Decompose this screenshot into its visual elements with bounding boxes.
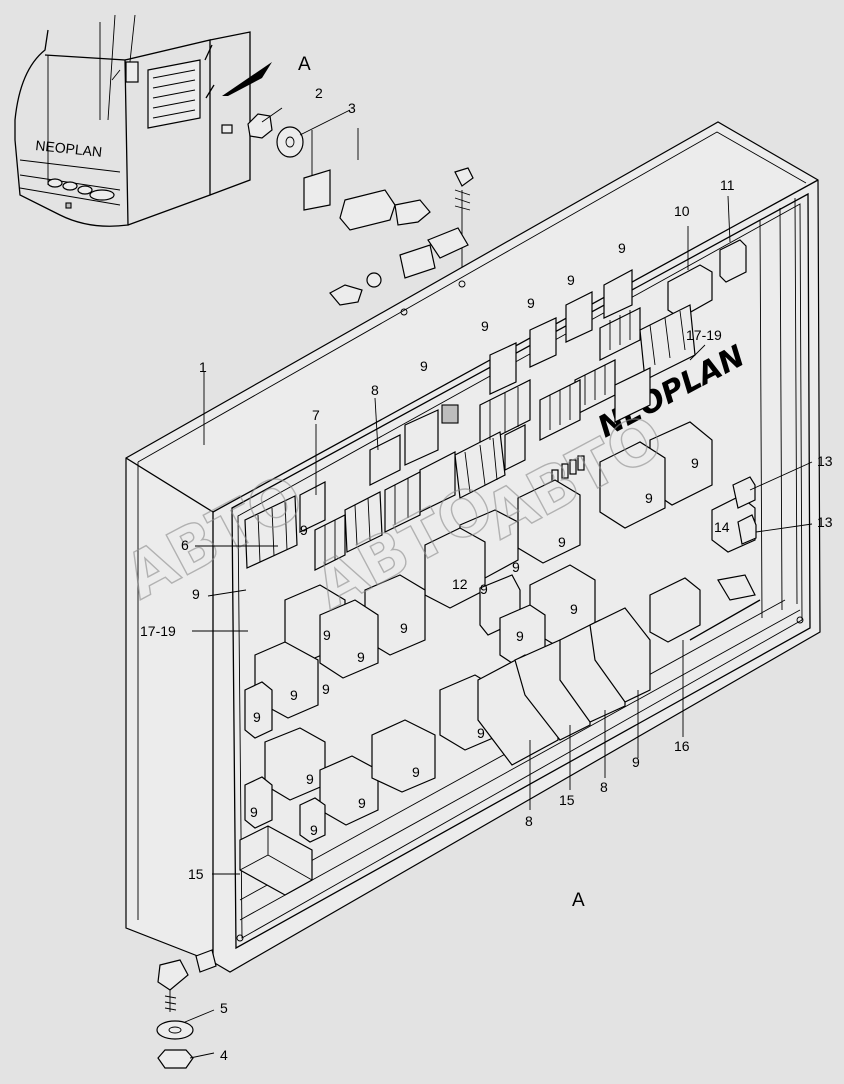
relay-9-label: 9 <box>253 709 261 725</box>
relay-9-label: 9 <box>250 804 258 820</box>
callout-9: 9 <box>618 240 626 256</box>
relay-12-label: 12 <box>452 576 468 592</box>
relay-9-label: 9 <box>516 628 524 644</box>
component-labels: 14 12 9 9 9 9 9 9 9 9 9 9 9 9 9 9 9 9 9 … <box>250 455 730 838</box>
callout-2: 2 <box>315 85 323 101</box>
callout-9: 9 <box>527 295 535 311</box>
callout-13: 13 <box>817 514 833 530</box>
callout-9: 9 <box>481 318 489 334</box>
relay-9-label: 9 <box>645 490 653 506</box>
relay-9-label: 9 <box>400 620 408 636</box>
view-arrow <box>222 62 272 96</box>
callout-9: 9 <box>632 754 640 770</box>
callout-9: 9 <box>300 522 308 538</box>
callout-15: 15 <box>188 866 204 882</box>
mounting-hardware <box>247 113 474 306</box>
relay-9-label: 9 <box>480 581 488 597</box>
relay-9-label: 9 <box>306 771 314 787</box>
view-label-top: A <box>298 54 311 75</box>
callout-5: 5 <box>220 1000 228 1016</box>
relay-9-label: 9 <box>512 559 520 575</box>
callout-11: 11 <box>720 177 735 193</box>
relay-9-label: 9 <box>357 649 365 665</box>
callout-8: 8 <box>600 779 608 795</box>
callout-7: 7 <box>312 407 320 423</box>
callout-8: 8 <box>525 813 533 829</box>
relay-9-label: 9 <box>691 455 699 471</box>
callout-8: 8 <box>371 382 379 398</box>
relay-9-label: 9 <box>290 687 298 703</box>
relay-9-label: 9 <box>310 822 318 838</box>
callout-6: 6 <box>181 537 189 553</box>
callout-13: 13 <box>817 453 833 469</box>
relay-9-label: 9 <box>477 725 485 741</box>
callout-15: 15 <box>559 792 575 808</box>
leader-lines <box>184 107 813 1059</box>
callout-labels: 2 3 1 7 8 6 17-19 10 11 17-19 13 13 16 1… <box>140 85 833 1063</box>
bus-front-inset: NEOPLAN <box>14 14 251 227</box>
bottom-hardware <box>156 949 217 1069</box>
callout-4: 4 <box>220 1047 228 1063</box>
callout-9: 9 <box>420 358 428 374</box>
callout-1: 1 <box>199 359 207 375</box>
callout-9: 9 <box>567 272 575 288</box>
callout-17-19: 17-19 <box>140 623 176 639</box>
relay-9-label: 9 <box>322 681 330 697</box>
relay-9-label: 9 <box>323 627 331 643</box>
relay-9-label: 9 <box>570 601 578 617</box>
bus-logo: NEOPLAN <box>35 137 103 160</box>
relay-14-label: 14 <box>714 519 730 535</box>
relay-9-label: 9 <box>558 534 566 550</box>
relay-9-label: 9 <box>412 764 420 780</box>
callout-17-19: 17-19 <box>686 327 722 343</box>
view-label-bottom: A <box>572 890 585 911</box>
relay-9-label: 9 <box>358 795 366 811</box>
callout-16: 16 <box>674 738 690 754</box>
callout-10: 10 <box>674 203 690 219</box>
callout-3: 3 <box>348 100 356 116</box>
callout-9: 9 <box>192 586 200 602</box>
